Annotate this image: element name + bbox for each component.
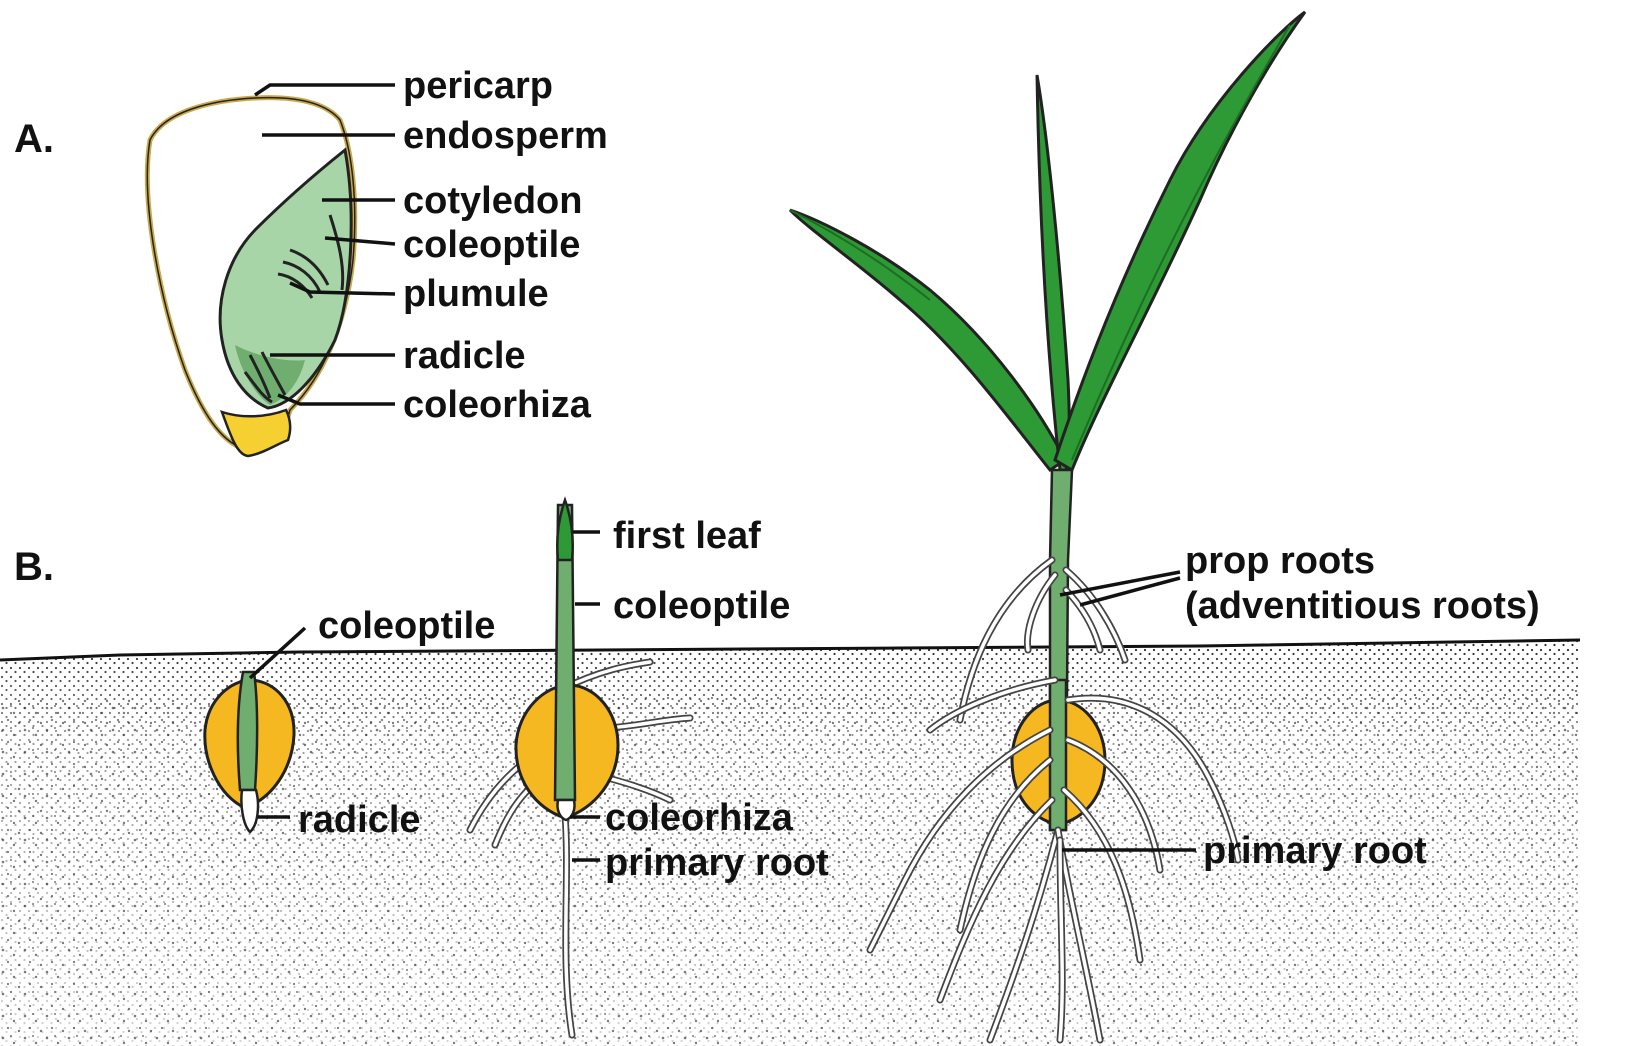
- label-endosperm: endosperm: [403, 115, 608, 157]
- label-stage2-coleorhiza: coleorhiza: [605, 797, 794, 839]
- label-stage3-primary-root: primary root: [1203, 830, 1427, 872]
- label-plumule: plumule: [403, 273, 549, 315]
- tip-cap: [222, 410, 290, 456]
- label-stage1-coleoptile: coleoptile: [318, 605, 495, 647]
- label-stage2-first-leaf: first leaf: [613, 515, 761, 557]
- stage1-coleoptile: [238, 672, 257, 790]
- label-stage2-coleoptile: coleoptile: [613, 585, 790, 627]
- panel-b-label: B.: [14, 545, 54, 589]
- label-pericarp: pericarp: [403, 65, 553, 107]
- label-radicle-seed: radicle: [403, 335, 526, 377]
- label-prop-roots: prop roots: [1185, 540, 1375, 582]
- panel-a-label: A.: [14, 117, 54, 161]
- label-coleorhiza-seed: coleorhiza: [403, 384, 592, 426]
- label-adventitious-roots: (adventitious roots): [1185, 585, 1540, 627]
- label-stage2-primary-root: primary root: [605, 842, 829, 884]
- stage3-right-leaf: [1055, 12, 1305, 470]
- label-coleoptile-seed: coleoptile: [403, 224, 580, 266]
- label-stage1-radicle: radicle: [298, 799, 421, 841]
- stage3-left-leaf: [790, 210, 1065, 470]
- label-cotyledon: cotyledon: [403, 180, 582, 222]
- stage3-center-leaf: [1037, 75, 1069, 470]
- seed-cross-section: [147, 98, 354, 456]
